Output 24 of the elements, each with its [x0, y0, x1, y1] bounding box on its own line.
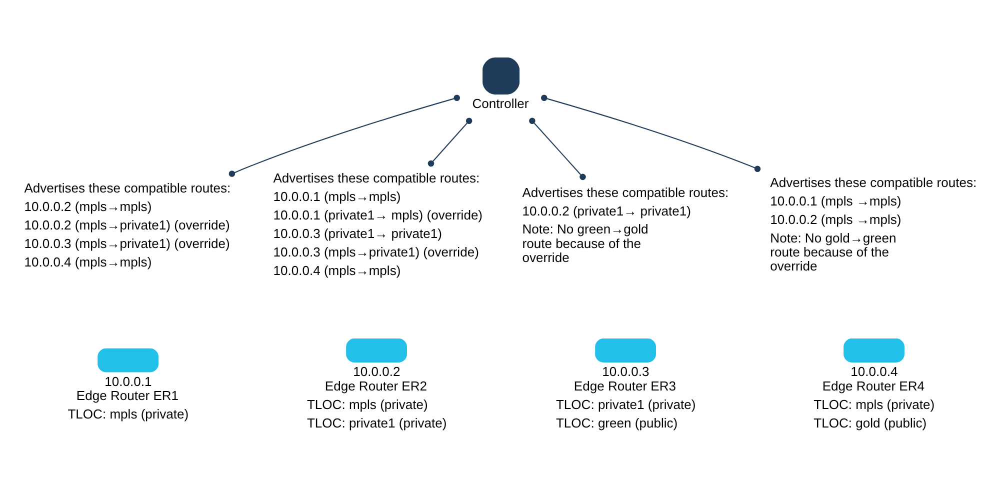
node-label: TLOC: mpls (private): [67, 406, 188, 422]
node-label: TLOC: mpls (private): [813, 396, 934, 412]
node-label: 10.0.0.4 Edge Router ER4: [822, 364, 924, 393]
connector: [427, 117, 472, 166]
node-text: Advertises these compatible routes: 10.0.0.1 (mpls →mpls) 10.0.0.2 (mpls →mpls) Note: No gold→green route because of the override: [770, 174, 976, 274]
node-label: Controller: [472, 96, 528, 111]
node-label: 10.0.0.3 Edge Router ER3: [573, 364, 676, 393]
node-label: 10.0.0.2 Edge Router ER2: [324, 364, 427, 393]
node-label: 10.0.0.1 Edge Router ER1: [76, 373, 178, 403]
node-text: Advertises these compatible routes: 10.0.0.2 (mpls→mpls) 10.0.0.2 (mpls→private1) (override) 10.0.0.3 (mpls→private1) (override) 10.0.0.4 (mpls→mpls): [24, 180, 230, 269]
node-box: [97, 348, 158, 372]
node-text: Advertises these compatible routes: 10.0.0.1 (mpls→mpls) 10.0.0.1 (private1→ mpls) (override) 10.0.0.3 (private1→ private1) 10.0.0.3 (mpls→private1) (override) 10.0.0.4 (mpls→mpls): [272, 170, 482, 278]
connector: [228, 94, 460, 176]
node-label: TLOC: green (public): [555, 414, 678, 430]
node-box: [594, 338, 656, 362]
connector: [540, 94, 760, 172]
node-label: TLOC: mpls (private): [306, 396, 428, 412]
node-label: TLOC: private1 (private): [306, 414, 446, 430]
node-label: TLOC: gold (public): [813, 414, 926, 430]
node-label: TLOC: private1 (private): [555, 396, 696, 412]
node-text: Advertises these compatible routes: 10.0.0.2 (private1→ private1) Note: No green→gold route because of the override: [522, 184, 728, 265]
connector: [528, 117, 586, 180]
node-box: [346, 338, 406, 362]
node-box: [843, 338, 904, 362]
